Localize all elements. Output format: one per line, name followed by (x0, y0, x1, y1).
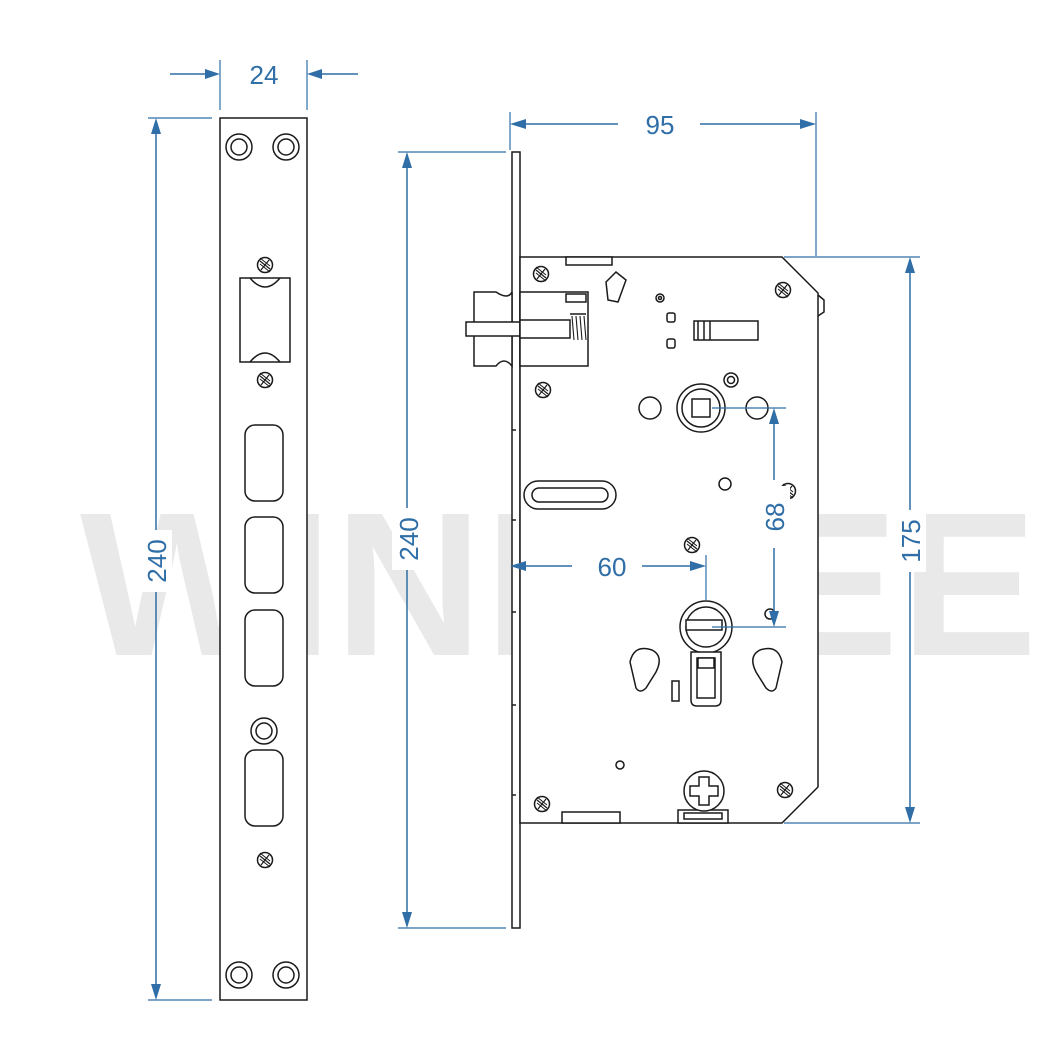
cylinder-ear-left (629, 647, 660, 692)
body-screw-3 (534, 381, 552, 399)
backset-dimension: 60 (510, 552, 707, 600)
phillips-screw (683, 770, 725, 812)
strike-top-left-hole (225, 133, 253, 161)
bolt-opening-1 (244, 424, 284, 502)
center-distance-dimension: 68 (712, 407, 790, 628)
guide-slot (523, 480, 617, 510)
body-height-label: 175 (896, 519, 926, 562)
strike-screw-1 (256, 256, 274, 274)
strike-screw-2 (256, 371, 274, 389)
strike-width-label: 24 (250, 60, 279, 90)
faceplate (511, 151, 521, 929)
latch-bolt (465, 291, 589, 369)
bolt-opening-3 (244, 609, 284, 687)
strike-top-right-hole (272, 133, 300, 161)
body-screw-5 (683, 536, 701, 554)
body-depth-label: 95 (646, 110, 675, 140)
strike-bottom-right-hole (272, 961, 300, 989)
strike-screw-3 (256, 851, 274, 869)
faceplate-height-label: 240 (394, 517, 424, 560)
strike-height-label: 240 (142, 539, 172, 582)
body-screw-6 (533, 795, 551, 813)
bolt-opening-2 (244, 516, 284, 594)
center-distance-label: 68 (760, 503, 790, 532)
lock-body (519, 256, 819, 824)
body-height-dimension: 175 (784, 256, 926, 824)
cylinder-cam (679, 600, 733, 707)
faceplate-height-dimension: 240 (392, 151, 506, 929)
body-screw-2 (774, 281, 792, 299)
follower-hub (676, 372, 739, 433)
strike-bottom-left-hole (225, 961, 253, 989)
backset-label: 60 (598, 552, 627, 582)
strike-plate (219, 117, 308, 1001)
strike-height-dimension: 240 (140, 117, 212, 1001)
bolt-opening-4 (244, 749, 284, 827)
slide-lever (693, 320, 759, 341)
body-depth-dimension: 95 (509, 110, 817, 256)
mortise-lock (465, 151, 825, 929)
lever-part (605, 270, 627, 303)
body-screw-7 (776, 781, 794, 799)
hub-hole-left (638, 396, 662, 420)
body-screw-1 (532, 265, 550, 283)
latch-opening (239, 277, 291, 363)
strike-width-dimension: 24 (170, 60, 358, 110)
strike-center-hole (250, 717, 278, 745)
cylinder-ear-right (752, 647, 783, 692)
